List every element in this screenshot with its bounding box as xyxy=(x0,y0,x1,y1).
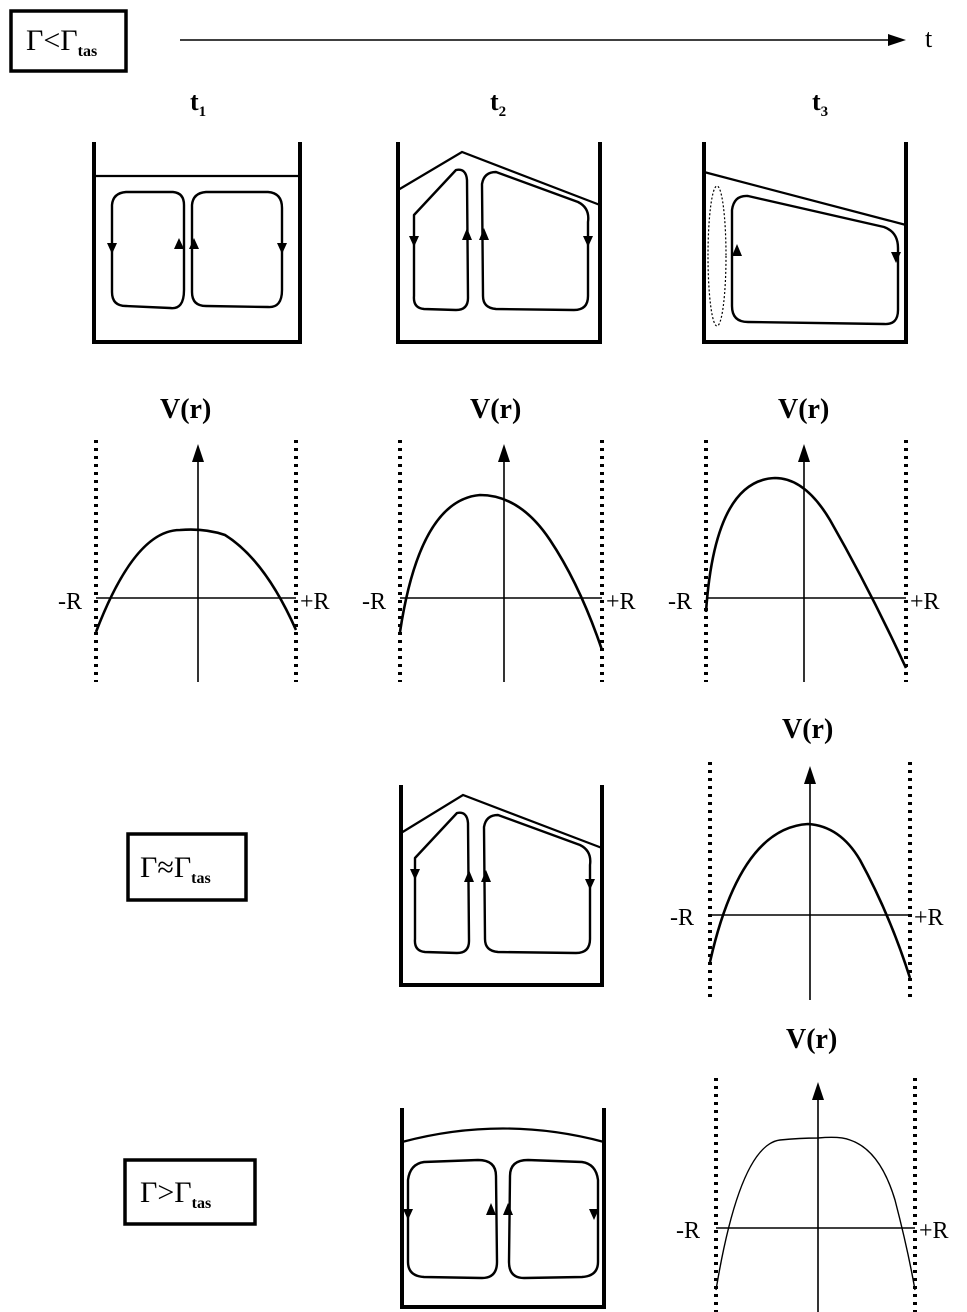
convection-roll-right xyxy=(192,192,282,307)
convection-roll-left xyxy=(112,192,184,308)
flow-arrow-down-icon xyxy=(891,252,901,263)
velocity-profile-t3: V(r) -R +R xyxy=(668,394,940,682)
left-wall-label: -R xyxy=(676,1218,700,1244)
flow-arrow-up-icon xyxy=(732,244,742,256)
flow-arrow-down-icon xyxy=(583,236,593,247)
flow-arrow-up-icon xyxy=(481,870,491,882)
time-step-label: t3 xyxy=(812,87,828,120)
right-wall-label: +R xyxy=(919,1218,949,1244)
right-wall-label: +R xyxy=(910,589,940,615)
profile-title: V(r) xyxy=(470,394,521,425)
condition-label: Γ<Γtas xyxy=(26,24,97,60)
flow-arrow-down-icon xyxy=(277,243,287,254)
condition-label: Γ>Γtas xyxy=(140,1176,211,1212)
convection-roll-left xyxy=(408,1160,497,1278)
time-axis: t xyxy=(180,24,933,53)
flow-arrow-down-icon xyxy=(585,879,595,890)
convection-roll-right xyxy=(509,1160,598,1278)
profile-title: V(r) xyxy=(778,394,829,425)
left-wall-label: -R xyxy=(668,589,692,615)
left-wall-label: -R xyxy=(362,589,386,615)
profile-title: V(r) xyxy=(782,714,833,745)
container-t2 xyxy=(398,142,600,342)
container-gt xyxy=(402,1108,604,1307)
free-surface xyxy=(398,152,600,205)
time-step-label: t2 xyxy=(490,87,506,120)
flow-arrow-up-icon xyxy=(479,228,489,240)
velocity-axis-arrow-icon xyxy=(192,444,204,462)
container-t1 xyxy=(94,142,300,342)
flow-arrow-up-icon xyxy=(189,238,199,249)
flow-arrow-down-icon xyxy=(107,243,117,254)
flow-arrow-up-icon xyxy=(486,1203,496,1215)
velocity-axis-arrow-icon xyxy=(812,1082,824,1100)
velocity-curve xyxy=(706,478,906,668)
container-wall xyxy=(704,142,906,342)
free-surface xyxy=(402,1129,604,1143)
convection-roll-left xyxy=(414,170,468,310)
velocity-axis-arrow-icon xyxy=(804,766,816,784)
flow-arrow-up-icon xyxy=(462,228,472,240)
free-surface xyxy=(704,172,906,225)
condition-box-greater-than: Γ>Γtas xyxy=(125,1160,255,1224)
condition-label: Γ≈Γtas xyxy=(140,851,211,887)
convection-roll-left xyxy=(415,813,469,953)
condition-box-less-than: Γ<Γtas xyxy=(11,11,126,71)
velocity-profile-t2: V(r) -R +R xyxy=(362,394,636,682)
flow-arrow-up-icon xyxy=(174,238,184,249)
velocity-axis-arrow-icon xyxy=(498,444,510,462)
left-wall-label: -R xyxy=(58,589,82,615)
velocity-axis-arrow-icon xyxy=(798,444,810,462)
convection-roll-single xyxy=(732,196,898,324)
convection-roll-right xyxy=(484,815,590,953)
velocity-curve xyxy=(96,530,296,632)
flow-arrow-down-icon xyxy=(409,236,419,247)
time-step-label: t1 xyxy=(190,87,206,120)
stagnant-zone xyxy=(708,186,726,326)
left-wall-label: -R xyxy=(670,905,694,931)
container-wall xyxy=(94,142,300,342)
velocity-profile-t1: V(r) -R +R xyxy=(58,394,330,682)
convection-roll-right xyxy=(482,172,588,310)
velocity-curve xyxy=(400,495,602,650)
velocity-profile-gt: V(r) -R +R xyxy=(676,1024,949,1312)
condition-box-approx: Γ≈Γtas xyxy=(128,834,246,900)
profile-title: V(r) xyxy=(160,394,211,425)
flow-arrow-up-icon xyxy=(503,1203,513,1215)
flow-arrow-up-icon xyxy=(464,870,474,882)
container-t3 xyxy=(704,142,906,342)
velocity-curve xyxy=(716,1137,915,1290)
container-approx xyxy=(401,785,602,985)
right-wall-label: +R xyxy=(300,589,330,615)
velocity-profile-approx: V(r) -R +R xyxy=(670,714,944,1000)
profile-title: V(r) xyxy=(786,1024,837,1055)
time-axis-arrow xyxy=(888,34,906,46)
right-wall-label: +R xyxy=(914,905,944,931)
right-wall-label: +R xyxy=(606,589,636,615)
time-axis-label: t xyxy=(925,24,933,53)
flow-arrow-down-icon xyxy=(410,869,420,880)
flow-arrow-down-icon xyxy=(403,1209,413,1220)
